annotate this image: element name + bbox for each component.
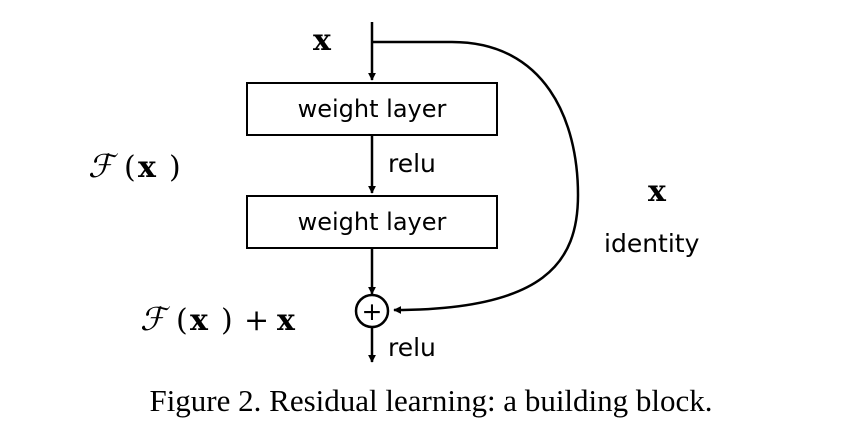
shortcut-identity-label: identity xyxy=(604,229,700,258)
output-expr-paren-open: ( xyxy=(176,303,188,338)
relu-mid-label: relu xyxy=(388,149,436,178)
output-expr-var2: x xyxy=(277,303,296,338)
output-expr-var: x xyxy=(190,303,209,338)
residual-function-script: ℱ xyxy=(88,147,119,185)
residual-function-paren-close: ) xyxy=(169,150,181,185)
residual-function-label: ℱ ( x ) xyxy=(88,147,181,185)
shortcut-x-label: x xyxy=(648,174,667,209)
output-expr-script: ℱ xyxy=(140,300,171,338)
output-expr-paren-close: ) xyxy=(221,303,233,338)
output-expression-label: ℱ ( x ) + x xyxy=(140,300,296,338)
input-x-label: x xyxy=(313,23,332,58)
figure-caption: Figure 2. Residual learning: a building … xyxy=(149,383,712,418)
weight-layer-2 xyxy=(246,195,498,249)
residual-function-paren-open: ( xyxy=(124,150,136,185)
relu-out-label: relu xyxy=(388,333,436,362)
output-expr-plus: + xyxy=(244,303,269,338)
addition-symbol: + xyxy=(362,297,383,326)
identity-shortcut-arrow xyxy=(372,40,580,314)
weight-layer-2-label: weight layer xyxy=(298,208,447,236)
weight-layer-1-label: weight layer xyxy=(298,95,447,123)
residual-function-var: x xyxy=(138,150,157,185)
